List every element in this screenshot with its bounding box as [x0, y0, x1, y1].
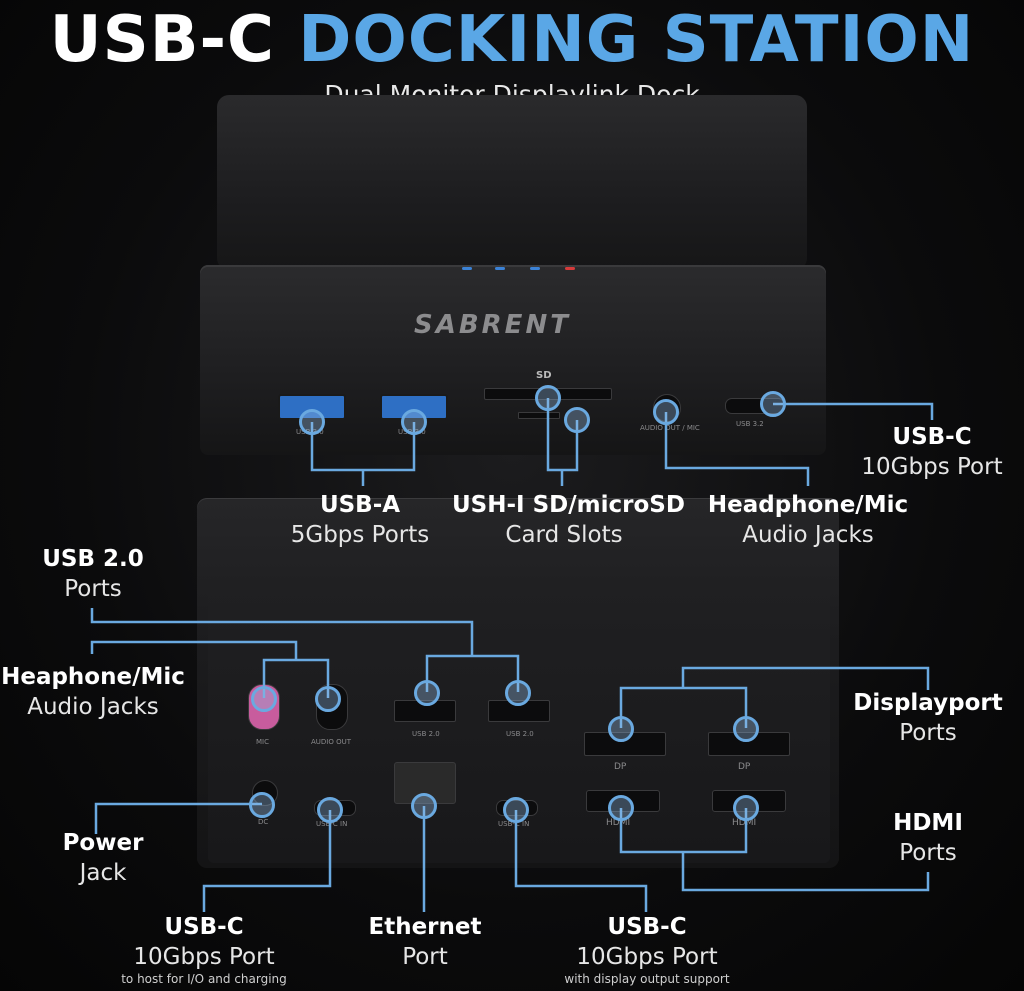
callout-heading: USB-A	[319, 492, 401, 518]
callout-note: with display output support	[564, 972, 730, 986]
callout-marker	[608, 795, 634, 821]
callout-heading: Power	[62, 830, 144, 856]
status-led	[565, 267, 575, 270]
callout-sub: Audio Jacks	[742, 522, 874, 548]
callout-usbc-display: USB-C 10Gbps Port with display output su…	[544, 912, 750, 986]
callout-sub: 10Gbps Port	[861, 454, 1003, 480]
callout-sub: Ports	[899, 720, 957, 746]
title-usbc: USB-C	[49, 3, 276, 77]
callout-sub: Jack	[79, 860, 127, 886]
callout-heading: Heaphone/Mic	[1, 664, 185, 690]
status-led	[530, 267, 540, 270]
callout-marker	[503, 797, 529, 823]
callout-sub: Port	[402, 944, 448, 970]
callout-marker	[317, 797, 343, 823]
callout-note: to host for I/O and charging	[121, 972, 287, 986]
callout-marker	[653, 399, 679, 425]
callout-hdmi: HDMI Ports	[868, 808, 988, 868]
callout-marker	[733, 716, 759, 742]
callout-heading: Ethernet	[368, 914, 482, 940]
port-label: MIC	[256, 738, 269, 746]
callout-marker	[249, 792, 275, 818]
port-label: USB 2.0	[412, 730, 440, 738]
callout-marker	[505, 680, 531, 706]
callout-heading: USB-C	[164, 914, 244, 940]
callout-marker	[535, 385, 561, 411]
callout-displayport: Displayport Ports	[850, 688, 1006, 748]
title-docking-station: DOCKING STATION	[298, 3, 975, 77]
dock-lid	[217, 95, 807, 270]
callout-heading: USH-I SD/microSD	[452, 492, 685, 518]
port-label: DP	[614, 762, 627, 772]
callout-sub: 5Gbps Ports	[290, 522, 430, 548]
microsd-slot	[518, 412, 560, 419]
callout-marker	[299, 409, 325, 435]
callout-sub: Audio Jacks	[27, 694, 159, 720]
port-label: USB 3.2	[736, 420, 764, 428]
callout-sd: USH-I SD/microSD Card Slots	[452, 490, 685, 550]
sabrent-logo: SABRENT	[414, 310, 571, 340]
callout-heaphone-back: Heaphone/Mic Audio Jacks	[0, 662, 186, 722]
callout-usb20: USB 2.0 Ports	[36, 544, 150, 604]
callout-marker	[251, 686, 277, 712]
callout-marker	[608, 716, 634, 742]
callout-sub: Card Slots	[505, 522, 623, 548]
port-label: USB 2.0	[506, 730, 534, 738]
callout-heading: USB 2.0	[42, 546, 144, 572]
port-label: AUDIO OUT / MIC	[640, 424, 700, 432]
callout-usbc-top: USB-C 10Gbps Port	[852, 422, 1012, 482]
port-label: AUDIO OUT	[311, 738, 352, 746]
callout-sub: Ports	[899, 840, 957, 866]
callout-marker	[411, 793, 437, 819]
port-label: SD	[536, 370, 552, 381]
status-led	[462, 267, 472, 270]
port-label: HDMI	[732, 818, 757, 828]
port-label: USB-C IN	[498, 820, 530, 828]
callout-marker	[315, 686, 341, 712]
callout-marker	[564, 407, 590, 433]
callout-usbc-host: USB-C 10Gbps Port to host for I/O and ch…	[104, 912, 304, 986]
callout-heading: USB-C	[892, 424, 972, 450]
callout-heading: Headphone/Mic	[707, 492, 909, 518]
callout-heading: Displayport	[853, 690, 1003, 716]
port-label: DP	[738, 762, 751, 772]
port-label: HDMI	[606, 818, 631, 828]
callout-marker	[401, 409, 427, 435]
callout-headphone-front: Headphone/Mic Audio Jacks	[704, 490, 912, 550]
port-label: USB-C IN	[316, 820, 348, 828]
callout-marker	[414, 680, 440, 706]
callout-sub: 10Gbps Port	[133, 944, 275, 970]
callout-heading: HDMI	[893, 810, 963, 836]
callout-heading: USB-C	[607, 914, 687, 940]
callout-ethernet: Ethernet Port	[360, 912, 490, 972]
status-led	[495, 267, 505, 270]
callout-power: Power Jack	[46, 828, 160, 888]
page-title: USB-C DOCKING STATION	[0, 2, 1024, 78]
port-label: DC	[258, 818, 269, 826]
callout-marker	[760, 391, 786, 417]
callout-marker	[733, 795, 759, 821]
callout-sub: Ports	[64, 576, 122, 602]
callout-sub: 10Gbps Port	[576, 944, 718, 970]
callout-usba: USB-A 5Gbps Ports	[270, 490, 450, 550]
